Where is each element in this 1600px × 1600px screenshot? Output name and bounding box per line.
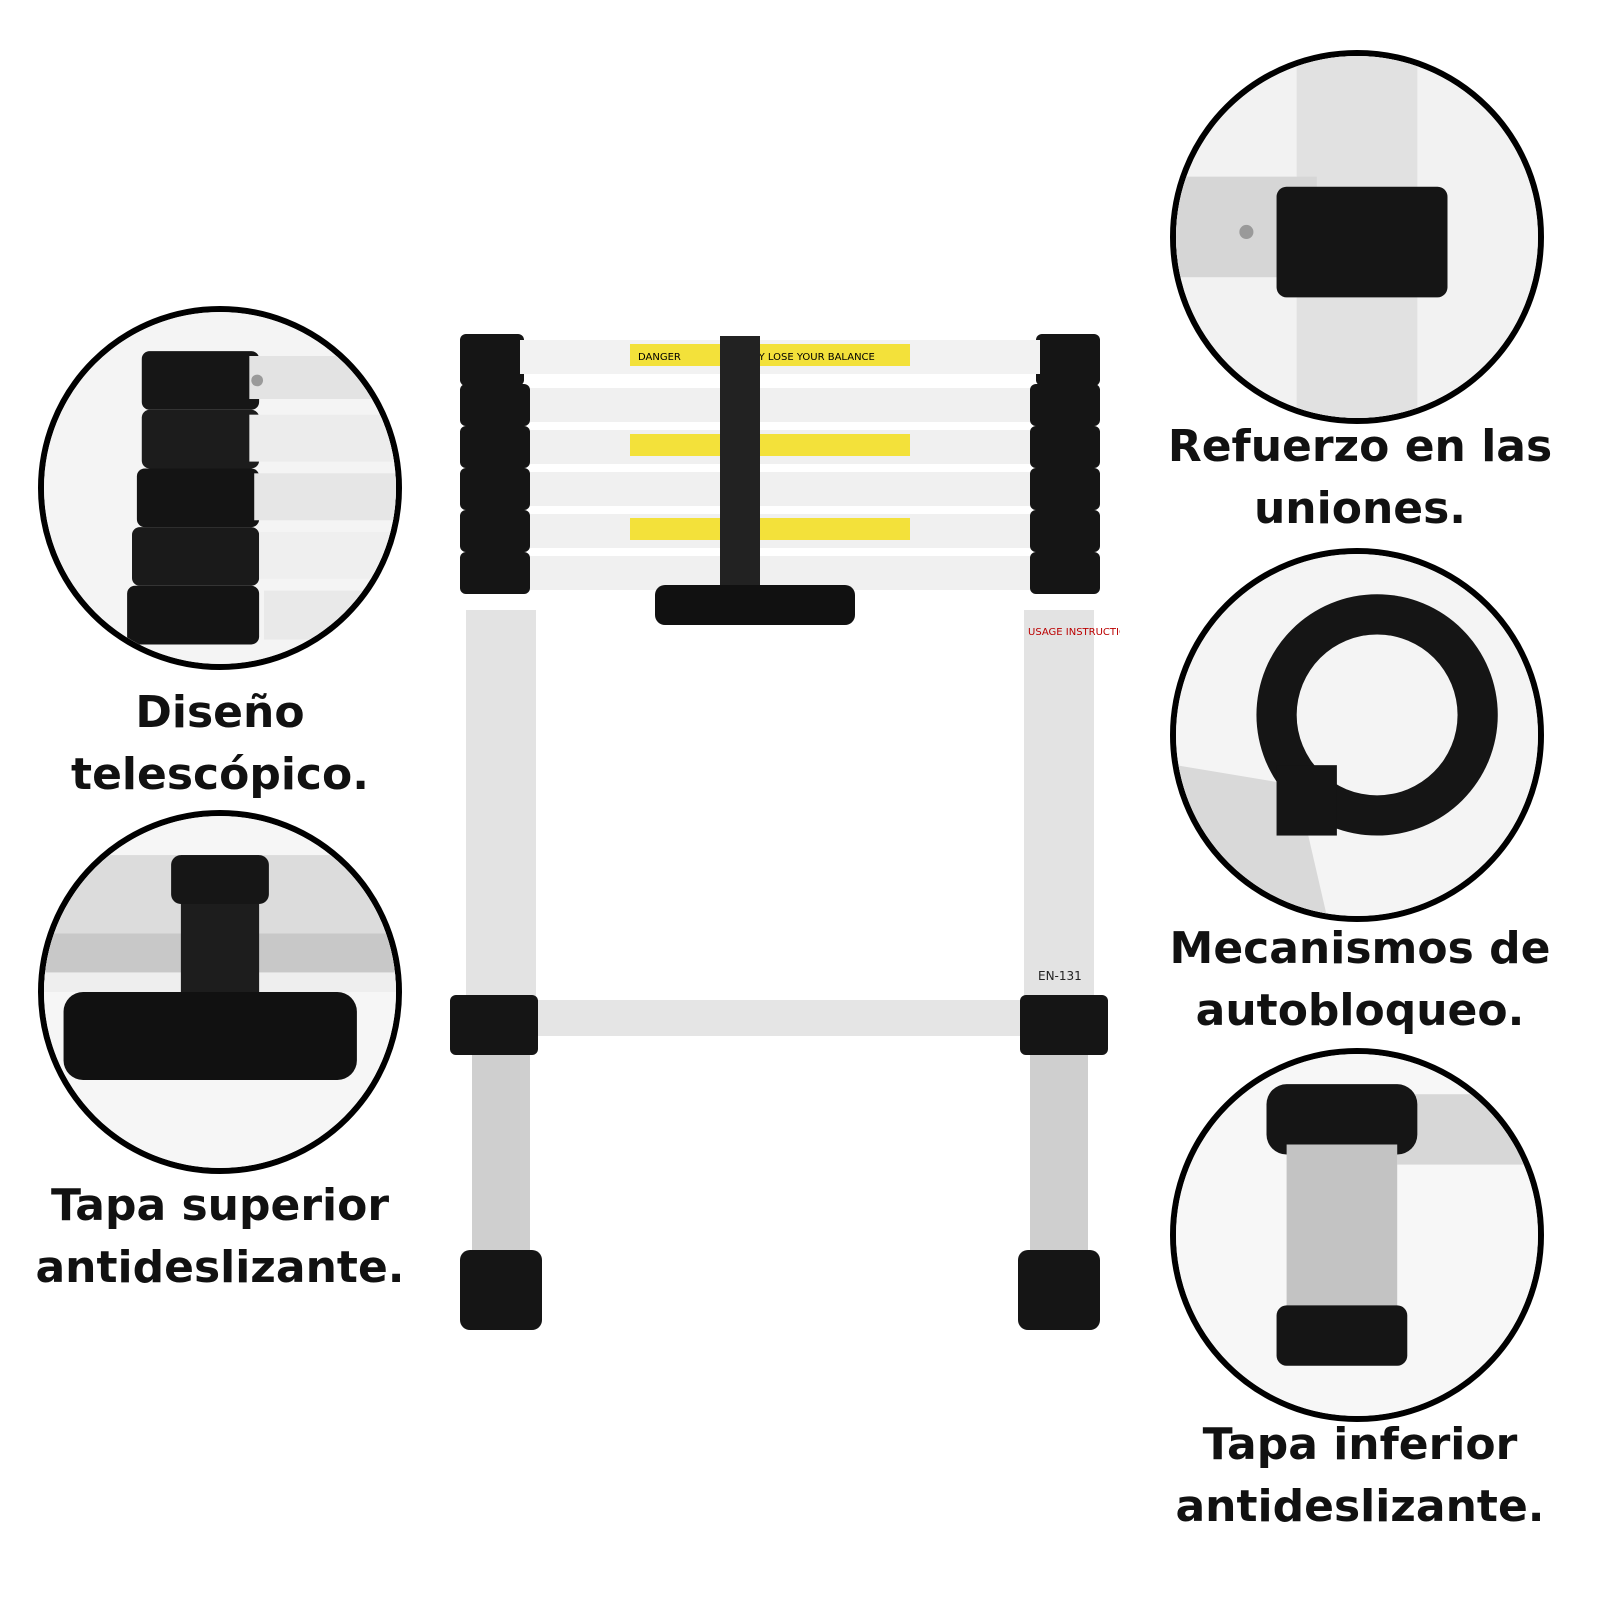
bottom-cap-detail-circle (1170, 1048, 1544, 1422)
autolock-caption-line1: Mecanismos de (1169, 923, 1551, 974)
danger-label: DANGER (638, 352, 681, 363)
ladder-svg: DANGER YOU MAY LOSE YOUR BALANCE USA (450, 334, 1141, 1330)
joints-caption-line2: uniones. (1253, 483, 1467, 534)
telescopic-detail-image (44, 312, 396, 664)
top-cap-caption: Tapa superior antideslizante. (20, 1175, 420, 1299)
joints-caption-line1: Refuerzo en las (1167, 421, 1553, 472)
telescopic-caption: Diseño telescópico. (20, 682, 420, 806)
bottom-cap-caption-line1: Tapa inferior (1202, 1419, 1518, 1470)
autolock-detail-circle (1170, 548, 1544, 922)
top-cap-detail-image (44, 816, 396, 1168)
autolock-detail-image (1176, 554, 1538, 916)
autolock-caption: Mecanismos de autobloqueo. (1150, 918, 1570, 1042)
joints-detail-image (1176, 56, 1538, 418)
usage-instructions-label: USAGE INSTRUCTIONS (1028, 627, 1120, 638)
top-cap-detail-circle (38, 810, 402, 1174)
telescopic-caption-line2: telescópico. (71, 749, 369, 800)
top-cap-caption-line2: antideslizante. (35, 1242, 405, 1293)
autolock-caption-line2: autobloqueo. (1195, 985, 1525, 1036)
bottom-cap-detail-image (1176, 1054, 1538, 1416)
joints-caption: Refuerzo en las uniones. (1150, 416, 1570, 540)
standard-label: EN-131 (1038, 969, 1082, 983)
telescopic-caption-line1: Diseño (135, 687, 305, 738)
telescopic-detail-circle (38, 306, 402, 670)
bottom-cap-caption-line2: antideslizante. (1175, 1481, 1545, 1532)
joints-detail-circle (1170, 50, 1544, 424)
telescopic-ladder: DANGER YOU MAY LOSE YOUR BALANCE USA (440, 330, 1141, 1370)
top-cap-caption-line1: Tapa superior (50, 1180, 390, 1231)
bottom-cap-caption: Tapa inferior antideslizante. (1150, 1414, 1570, 1538)
balance-warning-label: YOU MAY LOSE YOUR BALANCE (719, 352, 875, 363)
